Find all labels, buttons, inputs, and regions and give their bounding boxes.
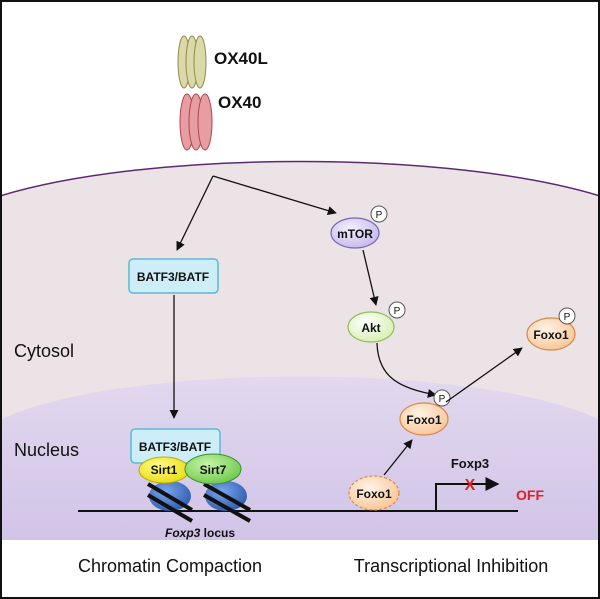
mtor-phospho-label: P	[376, 210, 383, 221]
akt-phospho	[388, 301, 406, 319]
arrow-foxo1-dna-to-nucleus	[383, 439, 413, 476]
foxo1-cytosol-node	[526, 317, 576, 351]
tss-arrow	[435, 477, 500, 511]
off-status: OFF	[516, 487, 544, 503]
mtor-label: mTOR	[337, 227, 373, 241]
foxo1-nucleus-phospho-label: P	[439, 394, 446, 405]
batf-cytosol-box	[128, 258, 219, 294]
akt-node	[347, 311, 395, 343]
mtor-phospho	[370, 205, 388, 223]
foxo1-cytosol-label: Foxo1	[533, 328, 569, 342]
blocked-x-mark: X	[465, 477, 476, 494]
caption-band	[0, 540, 600, 599]
ox40-receptor	[179, 93, 213, 151]
batf-nucleus-label: BATF3/BATF	[139, 440, 211, 454]
akt-label: Akt	[361, 321, 380, 335]
cytosol-label: Cytosol	[14, 341, 74, 361]
caption-chromatin: Chromatin Compaction	[78, 556, 262, 576]
foxo1-cytosol-phospho	[558, 307, 576, 325]
akt-phospho-label: P	[394, 306, 401, 317]
arrow-akt-to-foxo1	[376, 342, 437, 398]
foxp3-locus-label: Foxp3 locus	[165, 526, 235, 540]
foxo1-dna-label: Foxo1	[356, 487, 392, 501]
ox40l-label: OX40L	[214, 49, 268, 68]
foxo1-cytosol-phospho-label: P	[564, 312, 571, 323]
mtor-node	[330, 217, 380, 249]
batf-cytosol-label: BATF3/BATF	[137, 270, 209, 284]
ox40-label: OX40	[218, 93, 261, 112]
foxo1-dna-node	[348, 475, 400, 511]
nucleosomes	[146, 481, 251, 523]
sirt1-label: Sirt1	[151, 463, 178, 477]
sirt7-label: Sirt7	[200, 463, 227, 477]
arrow-to-mtor	[212, 175, 337, 215]
arrow-mtor-to-akt	[362, 249, 379, 306]
nucleus-label: Nucleus	[14, 440, 79, 460]
foxp3-gene-label: Foxp3	[451, 456, 489, 471]
foxo1-nucleus-node	[399, 402, 449, 436]
sirt7-node	[184, 453, 242, 485]
caption-transcription: Transcriptional Inhibition	[354, 556, 548, 576]
ox40l-ligand	[177, 35, 207, 89]
foxo1-nucleus-label: Foxo1	[406, 413, 442, 427]
arrow-to-batf	[176, 175, 214, 251]
arrow-foxo1-export	[445, 347, 523, 403]
